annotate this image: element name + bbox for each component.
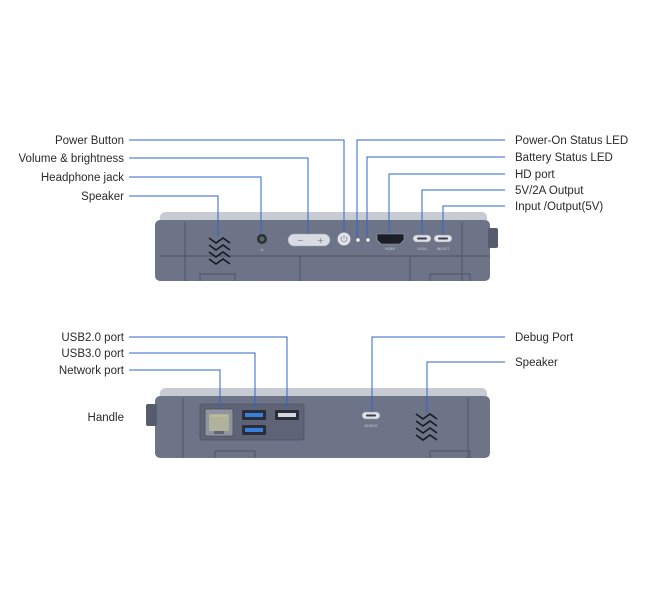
battery-led-icon: [366, 238, 370, 242]
label-back-speaker: Speaker: [515, 357, 558, 369]
label-debug-port: Debug Port: [515, 332, 574, 344]
headphone-jack-icon: Ω: [257, 234, 267, 252]
label-power-button: Power Button: [55, 135, 124, 147]
label-handle: Handle: [88, 412, 124, 424]
debug-port-icon: DEBUG: [361, 411, 381, 428]
volume-minus: −: [297, 236, 304, 245]
leader-volume-brightness: [129, 157, 309, 234]
front-device-body: [155, 220, 490, 281]
label-hd-port: HD port: [515, 169, 555, 181]
label-battery-led: Battery Status LED: [515, 152, 613, 164]
leader-battery-led: [366, 156, 505, 237]
usb-c-output-port-icon: 5V2A: [412, 234, 432, 251]
leader-hd-port: [388, 173, 505, 233]
leader-back-speaker: [426, 361, 505, 413]
leader-usb3-port: [129, 352, 256, 410]
svg-text:DEBUG: DEBUG: [365, 424, 378, 428]
leader-usb2-port: [129, 336, 288, 410]
front-device-side-tab: [488, 228, 498, 248]
label-front-speaker: Speaker: [81, 191, 124, 203]
label-volume-brightness: Volume & brightness: [19, 153, 125, 165]
label-power-on-led: Power-On Status LED: [515, 135, 628, 147]
front-speaker-grille-icon: [208, 237, 231, 265]
leader-usb-c-output: [421, 189, 505, 234]
leader-headphone-jack: [129, 176, 262, 233]
handle-tab[interactable]: [146, 404, 157, 426]
label-usb2-port: USB2.0 port: [61, 332, 124, 344]
leader-usb-c-input-output: [442, 205, 505, 234]
label-usb-c-output: 5V/2A Output: [515, 185, 584, 197]
leader-network-port: [129, 369, 221, 409]
usb2-port-icon: [275, 410, 299, 420]
network-port-icon: [204, 408, 234, 437]
leader-debug-port: [371, 336, 505, 412]
usb3-port-icon: [242, 410, 266, 435]
label-headphone-jack: Headphone jack: [41, 172, 124, 184]
label-network-port: Network port: [59, 365, 125, 377]
leader-power-on-led: [356, 139, 505, 237]
front-device: Ω − + HDMI 5V2A I: [155, 212, 498, 281]
svg-text:Ω: Ω: [261, 248, 264, 252]
back-device: DEBUG: [146, 388, 490, 458]
power-button-icon[interactable]: [337, 232, 351, 246]
leader-power-button: [129, 139, 345, 232]
svg-text:HDMI: HDMI: [385, 247, 395, 251]
volume-plus: +: [317, 236, 324, 245]
label-usb3-port: USB3.0 port: [61, 348, 124, 360]
leader-front-speaker: [129, 195, 219, 236]
hd-port-icon: HDMI: [376, 233, 405, 251]
volume-rocker[interactable]: − +: [287, 233, 331, 247]
power-on-led-icon: [356, 238, 360, 242]
svg-text:5V2A: 5V2A: [417, 247, 427, 251]
back-speaker-grille-icon: [415, 413, 438, 441]
svg-text:IN/OUT: IN/OUT: [437, 247, 450, 251]
usb-c-input-output-port-icon: IN/OUT: [433, 234, 453, 251]
label-usb-c-input-output: Input /Output(5V): [515, 201, 603, 213]
